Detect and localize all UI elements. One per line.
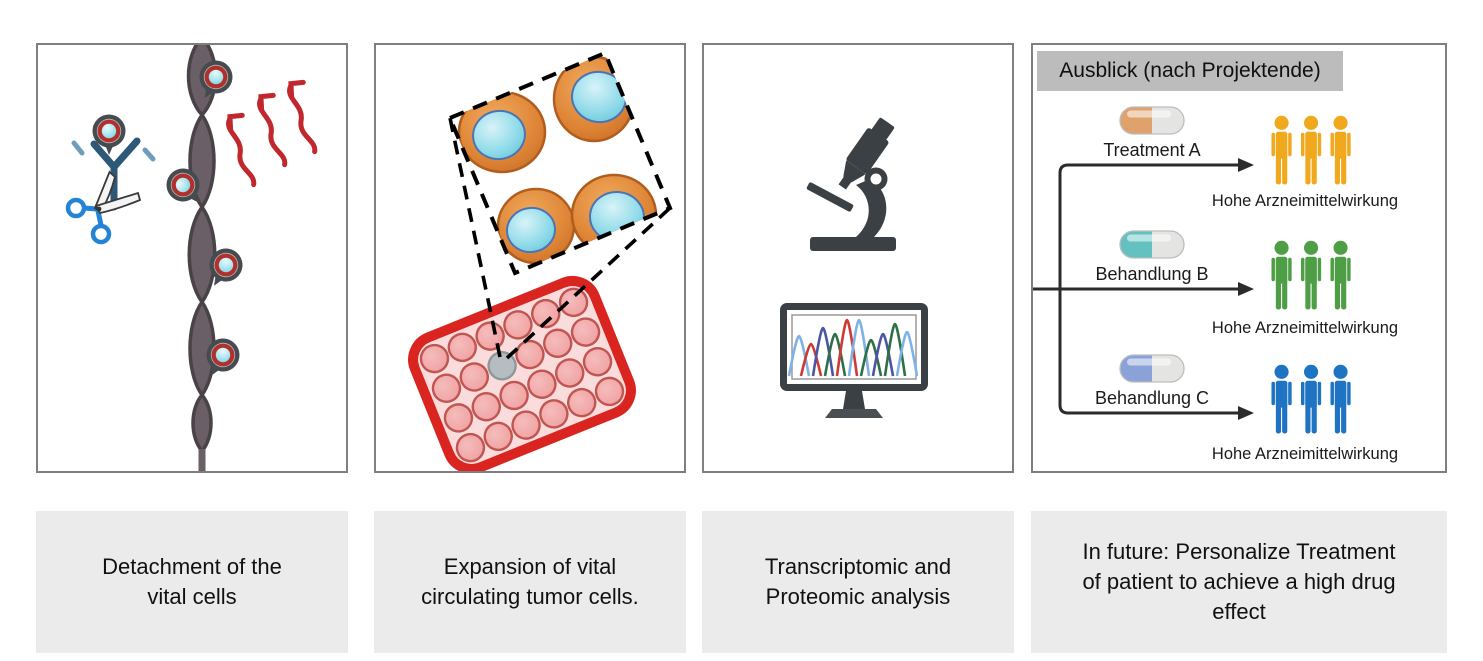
person-icon	[1330, 240, 1351, 310]
person-icon	[1300, 364, 1322, 434]
monitor-chromatogram-icon	[780, 303, 928, 418]
well	[419, 343, 450, 374]
effect-label-a: Hohe Arzneimittelwirkung	[1211, 192, 1399, 210]
person-icon	[1271, 240, 1292, 310]
panel-outlook: Ausblick (nach Projektende)	[1031, 43, 1447, 473]
plate-wells	[419, 287, 625, 463]
well	[543, 328, 573, 359]
well	[455, 432, 486, 463]
outlook-art	[1033, 106, 1351, 434]
well	[594, 376, 625, 407]
caption-outlook: In future: Personalize Treatment of pati…	[1031, 511, 1447, 653]
well	[459, 362, 489, 392]
well	[499, 380, 529, 411]
well	[539, 399, 569, 429]
chromatogram-peak	[847, 318, 871, 377]
well	[503, 310, 533, 340]
well	[431, 373, 462, 403]
well	[555, 358, 585, 388]
selected-well	[487, 351, 517, 381]
antibody-icon	[71, 137, 156, 211]
magnifier-callout-lines	[448, 117, 672, 360]
chromatogram-peak	[895, 330, 919, 377]
well	[483, 421, 513, 452]
well	[511, 410, 541, 440]
scissors-icon	[65, 170, 142, 245]
effect-label-c: Hohe Arzneimittelwirkung	[1211, 445, 1399, 463]
person-icon	[1300, 240, 1322, 310]
well	[443, 403, 474, 433]
person-icon	[1271, 115, 1292, 185]
patient-group-a	[1271, 115, 1351, 185]
chromatogram-peaks	[787, 318, 919, 377]
treatment-a-label: Treatment A	[1103, 140, 1201, 160]
caption-analysis: Transcriptomic and Proteomic analysis	[702, 511, 1014, 653]
detachment-arrows-icon	[226, 79, 318, 188]
analysis-art	[780, 117, 928, 418]
microscope-icon	[806, 117, 896, 251]
behandlung-c-label: Behandlung C	[1094, 388, 1210, 408]
panel-analysis	[702, 43, 1014, 473]
expansion-art	[408, 50, 673, 471]
pill-behandlung-c-icon	[1119, 354, 1185, 383]
treatment-branch-connector	[1033, 163, 1241, 415]
magnifier-frame	[447, 50, 673, 276]
detachment-art	[65, 45, 318, 471]
pill-behandlung-b-icon	[1119, 230, 1185, 259]
panel-detachment	[36, 43, 348, 473]
well-plate-icon	[408, 276, 636, 471]
well	[475, 321, 505, 351]
chromatogram-peak	[799, 342, 823, 377]
patient-group-c	[1271, 364, 1351, 434]
arrowheads	[1238, 158, 1254, 420]
person-icon	[1330, 364, 1351, 434]
well	[570, 317, 601, 347]
magnified-cells-icon	[457, 55, 658, 265]
behandlung-b-label: Behandlung B	[1095, 264, 1209, 284]
outlook-header: Ausblick (nach Projektende)	[1037, 51, 1343, 91]
well	[582, 347, 613, 377]
pill-treatment-a-icon	[1119, 106, 1185, 135]
caption-detachment: Detachment of the vital cells	[36, 511, 348, 653]
effect-label-b: Hohe Arzneimittelwirkung	[1211, 319, 1399, 337]
caption-expansion: Expansion of vital circulating tumor cel…	[374, 511, 686, 653]
well	[567, 387, 597, 418]
person-icon	[1271, 364, 1292, 434]
person-icon	[1300, 115, 1322, 185]
well	[447, 332, 477, 363]
well	[471, 391, 501, 422]
person-icon	[1330, 115, 1351, 185]
panel-expansion	[374, 43, 686, 473]
patient-group-b	[1271, 240, 1351, 310]
tissue-strand-icon	[186, 45, 218, 471]
well	[527, 369, 557, 399]
